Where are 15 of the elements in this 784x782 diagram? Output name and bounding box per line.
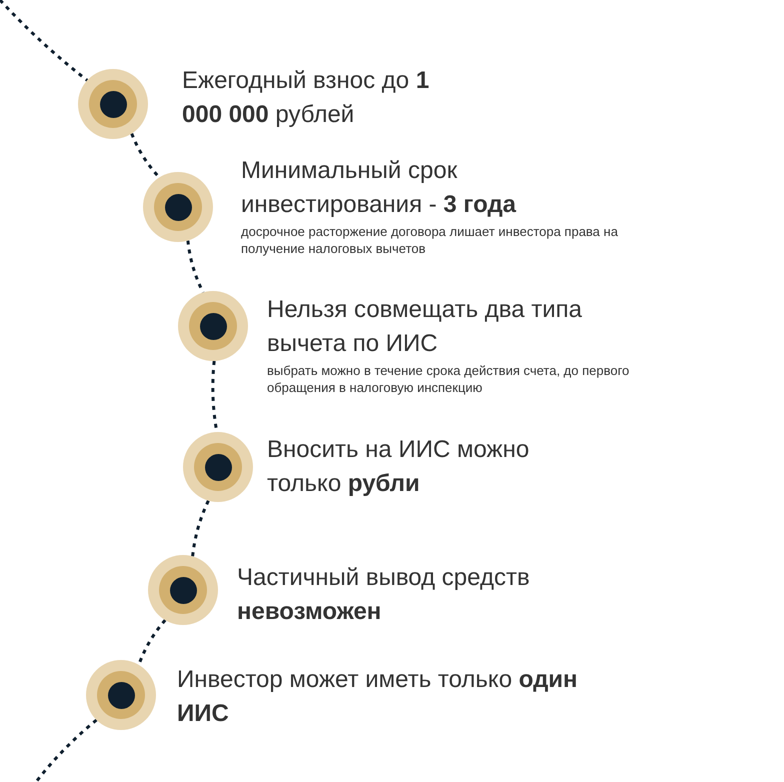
note-text: досрочное расторжение договора лишает инвестора права на получение налоговых вычетов — [241, 223, 619, 257]
dotted-connector — [130, 133, 160, 178]
dotted-connector — [137, 619, 166, 666]
heading-text: Минимальный срок инвестирования - 3 года — [241, 156, 518, 220]
heading-text: Инвестор может иметь только один ИИС — [177, 665, 579, 729]
dotted-connector — [0, 0, 88, 82]
dotted-connector — [34, 718, 98, 782]
heading-text: Частичный вывод средств невозможен — [237, 563, 531, 627]
heading-text: Ежегодный взнос до 1 000 000 рублей — [182, 66, 430, 130]
dotted-connector — [191, 500, 210, 556]
dotted-connector — [186, 240, 204, 294]
note-text: выбрать можно в течение срока действия счета, до первого обращения в налоговую инспекцию — [267, 362, 630, 396]
heading-text: Вносить на ИИС можно только рубли — [267, 435, 530, 499]
heading-text: Нельзя совмещать два типа вычета по ИИС — [267, 295, 583, 359]
ring-marker — [86, 660, 156, 730]
